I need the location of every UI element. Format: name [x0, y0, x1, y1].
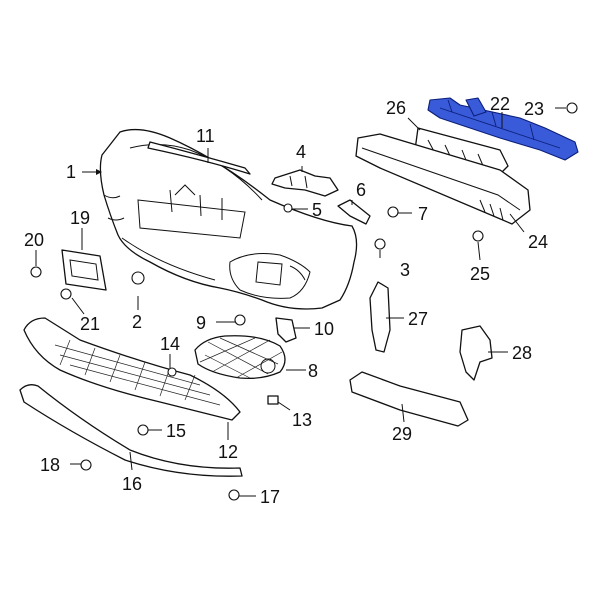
retainer-clip [267, 395, 279, 405]
bolt-15 [137, 424, 149, 436]
callout-12: 12 [218, 442, 238, 462]
fog-bracket [275, 317, 297, 343]
callout-19: 19 [70, 208, 90, 228]
callout-13: 13 [292, 410, 312, 430]
callout-9: 9 [196, 313, 206, 333]
bolt-23 [566, 102, 578, 114]
bolt-7 [387, 206, 399, 218]
bumper-cover [99, 128, 358, 310]
bolt-25 [472, 230, 484, 242]
callout-8: 8 [308, 361, 318, 381]
callout-16: 16 [122, 474, 142, 494]
callout-5: 5 [312, 200, 322, 220]
clip-17 [228, 489, 240, 501]
bumper-upper-support-highlighted [427, 97, 579, 161]
lower-stiffener [349, 371, 469, 427]
callout-10: 10 [314, 319, 334, 339]
callout-6: 6 [356, 180, 366, 200]
callout-7: 7 [418, 204, 428, 224]
callout-4: 4 [296, 142, 306, 162]
callout-15: 15 [166, 421, 186, 441]
callout-29: 29 [392, 424, 412, 444]
callout-1: 1 [66, 162, 76, 182]
callout-14: 14 [160, 334, 180, 354]
spacer [337, 199, 371, 225]
callout-2: 2 [132, 312, 142, 332]
bumper-reinforcement-beam [355, 133, 531, 225]
rear-mount-bracket [459, 325, 493, 381]
bolt-20 [30, 266, 42, 278]
lower-grille-spoiler [23, 317, 241, 421]
clip-21 [60, 288, 72, 300]
callout-20: 20 [24, 230, 44, 250]
clip-18 [80, 459, 92, 471]
bolt-9 [234, 314, 246, 326]
callout-21: 21 [80, 314, 100, 334]
clip-2 [131, 271, 145, 285]
bolt-3 [374, 238, 386, 250]
bolt-5 [283, 203, 293, 213]
callout-24: 24 [528, 232, 548, 252]
callout-18: 18 [40, 455, 60, 475]
callout-27: 27 [408, 309, 428, 329]
leader-lines [35, 107, 566, 497]
fog-light-grille [194, 335, 286, 380]
callout-26: 26 [386, 98, 406, 118]
callout-17: 17 [260, 487, 280, 507]
callout-labels: 1 2 3 4 5 6 7 8 9 10 11 12 13 14 15 16 1… [24, 94, 548, 507]
callout-28: 28 [512, 343, 532, 363]
fasteners [30, 102, 578, 501]
callout-25: 25 [470, 264, 490, 284]
callout-3: 3 [400, 260, 410, 280]
callout-11: 11 [196, 126, 215, 146]
bolt-14 [167, 367, 177, 377]
upper-molding-strip [147, 141, 251, 175]
callout-22: 22 [490, 94, 510, 114]
license-plate-bracket [61, 249, 107, 291]
side-bracket [271, 169, 339, 197]
side-support-bracket [369, 281, 391, 353]
callout-23: 23 [524, 99, 544, 119]
